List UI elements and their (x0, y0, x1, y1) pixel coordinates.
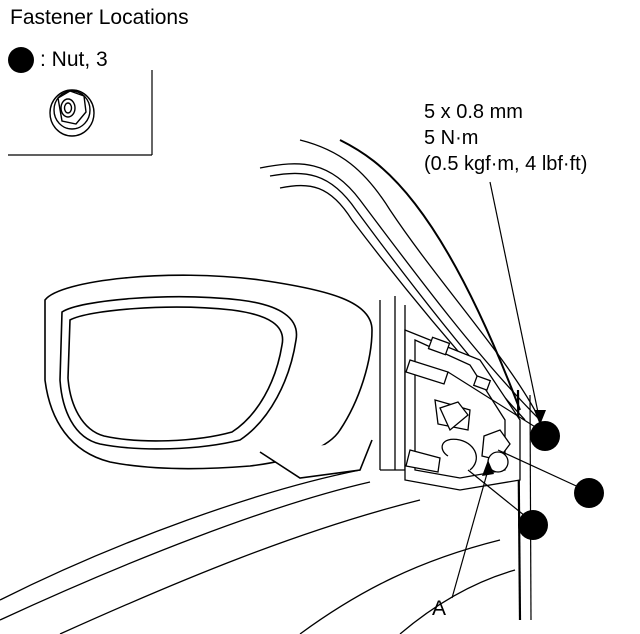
mirror-housing (44, 274, 373, 479)
nut-marker-1 (530, 421, 560, 451)
callout-a: A (432, 597, 447, 620)
spec-torque: 5 N·m (424, 127, 479, 149)
studs (405, 359, 511, 473)
fastener-markers (518, 421, 604, 540)
legend-box (8, 70, 153, 156)
page-title: Fastener Locations (10, 6, 189, 29)
leader-lines (447, 181, 586, 599)
spec-size: 5 x 0.8 mm (424, 101, 523, 123)
arrow-spec-head (534, 410, 546, 425)
arrow-a-head (482, 460, 494, 476)
spec-torque-alt: (0.5 kgf·m, 4 lbf·ft) (424, 153, 588, 175)
flange-nut-icon (49, 89, 95, 137)
nut-marker-2 (574, 478, 604, 508)
legend: : Nut, 3 (8, 47, 108, 73)
nut-marker-3 (518, 510, 548, 540)
filled-circle-icon (8, 47, 34, 73)
legend-label: : Nut, 3 (40, 48, 108, 71)
